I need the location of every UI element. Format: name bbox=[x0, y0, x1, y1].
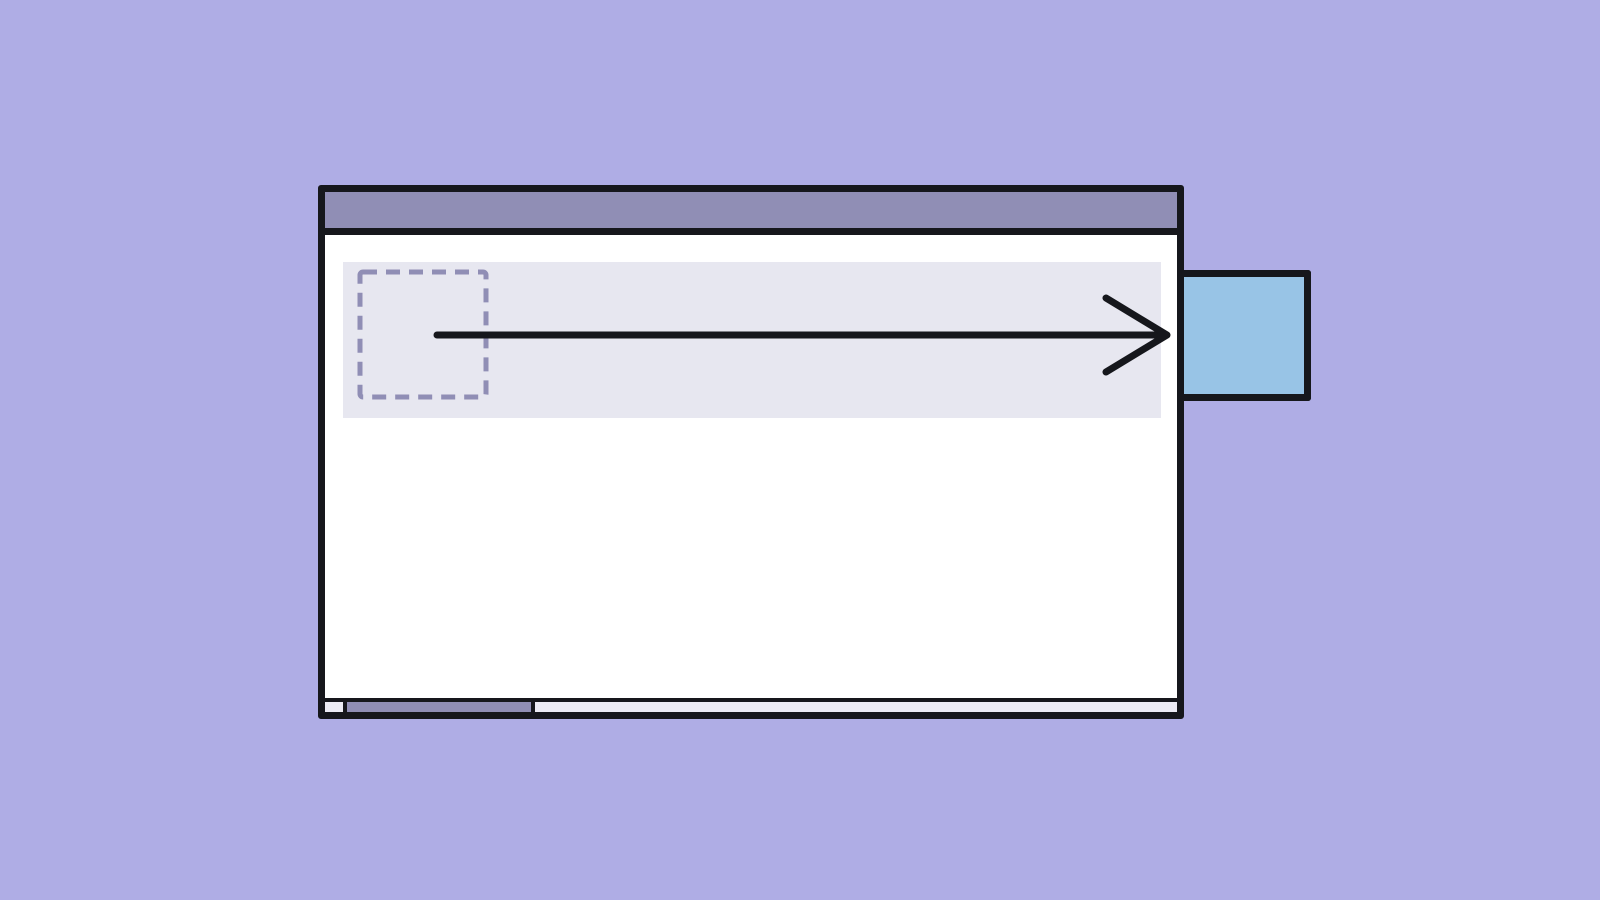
app-window bbox=[318, 185, 1184, 719]
horizontal-scrollbar[interactable] bbox=[325, 698, 1177, 712]
window-titlebar[interactable] bbox=[325, 192, 1177, 235]
scrollable-row bbox=[343, 262, 1161, 418]
offscreen-item bbox=[1184, 270, 1311, 401]
scrollbar-thumb[interactable] bbox=[343, 702, 535, 712]
